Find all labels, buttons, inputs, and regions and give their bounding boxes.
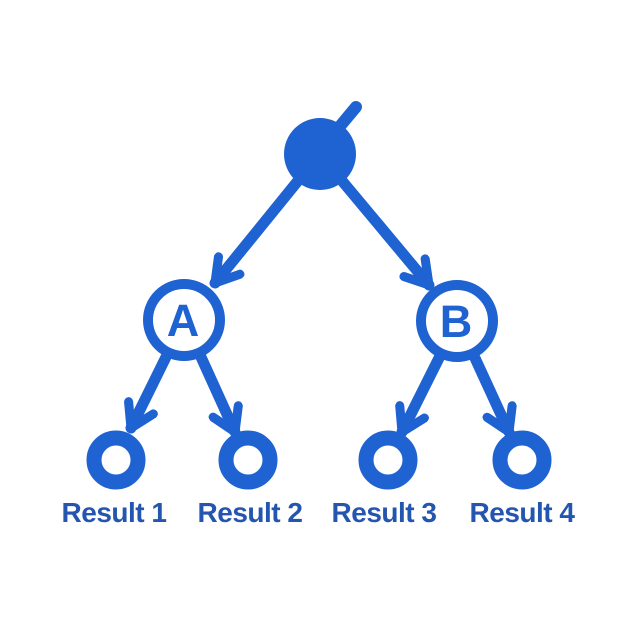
- leaf-result-4-circle: [492, 430, 552, 490]
- root-node-stub: [335, 101, 362, 131]
- root-node: [284, 101, 362, 190]
- leaf-result-4-label: Result 4: [470, 497, 576, 528]
- leaf-result-1-label: Result 1: [62, 497, 167, 528]
- node-a-label: A: [167, 295, 200, 346]
- node-a-circle: [143, 279, 225, 361]
- leaf-result-1-circle: [86, 430, 146, 490]
- edge-b-to-result-3: [402, 352, 445, 438]
- node-b-label: B: [440, 296, 473, 347]
- node-b-circle: [416, 280, 498, 362]
- edge-b-to-result-4: [469, 352, 509, 438]
- edge-root-to-b: [337, 176, 435, 291]
- leaf-result-2-label: Result 2: [198, 497, 303, 528]
- edge-a-to-result-1: [131, 351, 172, 434]
- edge-a-to-result-2: [195, 351, 235, 438]
- root-node-circle: [284, 118, 356, 190]
- edge-root-to-a: [209, 176, 303, 289]
- leaf-result-3-circle: [358, 430, 418, 490]
- leaf-result-3-label: Result 3: [332, 497, 437, 528]
- branch-node-b: B: [416, 280, 498, 362]
- branch-node-a: A: [143, 279, 225, 361]
- leaf-result-2-circle: [218, 430, 278, 490]
